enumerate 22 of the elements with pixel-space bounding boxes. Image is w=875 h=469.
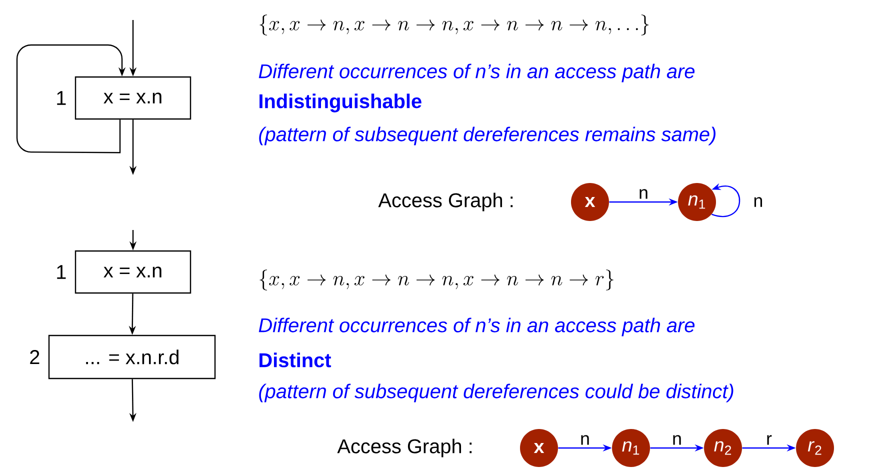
statement-number: 2 xyxy=(30,350,40,364)
edge-label: r xyxy=(767,435,772,445)
note-text: (pattern of subsequent dereferences remains same) xyxy=(259,126,716,146)
back-edge-arrow xyxy=(16,44,126,154)
statement-number: 1 xyxy=(57,265,66,279)
edge-label: n xyxy=(754,197,762,207)
path-set-formula: $\{x, x\rightarrow n, x\rightarrow n\rightarrow n, x\rightarrow n\rightarrow n\rightarrow n, \ldots\}$ xyxy=(260,14,649,36)
statement-box: ... = x.n.r.d xyxy=(48,334,216,380)
statement-box: x = x.n xyxy=(74,250,192,294)
edge-label: n xyxy=(581,435,589,445)
graph-caption: Access Graph : xyxy=(337,438,472,458)
path-set-formula: $\{x, x\rightarrow n, x\rightarrow n\rightarrow n, x\rightarrow n\rightarrow n\rightarrow r\}$ xyxy=(260,270,614,290)
statement-box: x = x.n xyxy=(74,76,192,120)
graph-caption: Access Graph : xyxy=(378,192,513,212)
edge-label: n xyxy=(673,435,681,445)
emphasis-text: Indistinguishable xyxy=(260,94,422,112)
emphasis-text: Distinct xyxy=(260,352,332,368)
note-text: (pattern of subsequent dereferences could be distinct) xyxy=(259,384,734,402)
note-text: Different occurrences of n’s in an access path are xyxy=(258,318,694,336)
edge-label: n xyxy=(640,189,648,199)
statement-number: 1 xyxy=(57,91,66,105)
note-text: Different occurrences of n’s in an access path are xyxy=(258,64,694,82)
